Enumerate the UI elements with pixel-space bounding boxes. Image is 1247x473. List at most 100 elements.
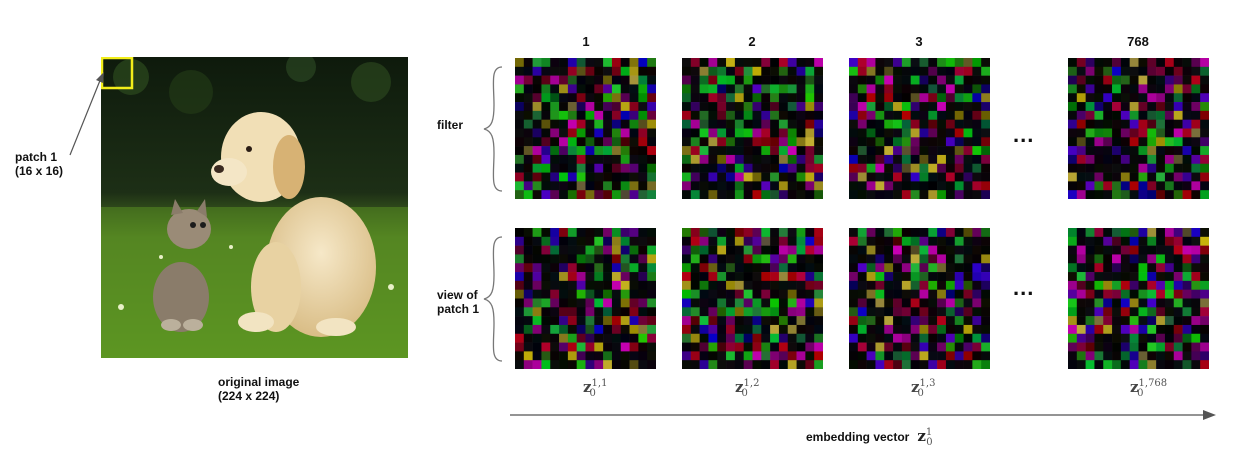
grid-pixel (1120, 263, 1130, 273)
grid-pixel (1068, 307, 1078, 317)
grid-pixel (796, 154, 806, 165)
grid-pixel (972, 93, 982, 103)
grid-pixel (770, 66, 780, 76)
grid-pixel (515, 307, 525, 317)
grid-pixel (620, 280, 630, 290)
grid-pixel (708, 280, 718, 290)
grid-pixel (647, 316, 656, 326)
grid-pixel (893, 181, 903, 191)
grid-pixel (937, 93, 947, 103)
grid-pixel (743, 137, 753, 147)
grid-pixel (1129, 333, 1139, 343)
grid-pixel (814, 75, 823, 85)
grid-pixel (1129, 172, 1139, 182)
grid-pixel (682, 154, 692, 165)
grid-pixel (1120, 351, 1130, 361)
grid-pixel (901, 351, 911, 361)
grid-pixel (532, 163, 542, 173)
grid-pixel (884, 307, 894, 317)
grid-pixel (884, 228, 894, 238)
grid-pixel (1094, 263, 1104, 273)
grid-pixel (981, 66, 990, 76)
grid-pixel (603, 236, 613, 246)
grid-pixel (559, 75, 569, 85)
grid-pixel (963, 360, 973, 369)
grid-pixel (743, 360, 753, 369)
grid-pixel (805, 280, 815, 290)
grid-pixel (1200, 128, 1209, 138)
grid-pixel (954, 154, 964, 165)
grid-pixel (690, 146, 700, 156)
grid-pixel (963, 236, 973, 246)
grid-pixel (910, 102, 920, 112)
grid-pixel (849, 236, 859, 246)
grid-pixel (1085, 102, 1095, 112)
view-label-line2: patch 1 (437, 302, 480, 316)
grid-pixel (594, 181, 604, 191)
grid-pixel (849, 102, 859, 112)
grid-pixel (1129, 84, 1139, 94)
grid-pixel (690, 93, 700, 103)
grid-pixel (708, 66, 718, 76)
grid-pixel (814, 289, 823, 299)
grid-pixel (884, 316, 894, 326)
grid-pixel (1191, 307, 1201, 317)
grid-pixel (1129, 163, 1139, 173)
grid-pixel (901, 324, 911, 335)
grid-pixel (1164, 228, 1175, 238)
grid-pixel (515, 58, 525, 68)
grid-pixel (1129, 66, 1139, 76)
grid-pixel (928, 181, 938, 191)
grid-pixel (901, 289, 911, 299)
grid-pixel (1200, 119, 1209, 129)
grid-pixel (603, 93, 613, 103)
grid-pixel (778, 181, 789, 191)
grid-pixel (1120, 102, 1130, 112)
grid-pixel (515, 128, 525, 138)
grid-pixel (778, 146, 789, 156)
grid-pixel (699, 84, 709, 94)
grid-pixel (567, 263, 577, 273)
grid-pixel (1129, 75, 1139, 85)
grid-pixel (945, 289, 956, 299)
grid-pixel (1076, 84, 1086, 94)
grid-pixel (981, 236, 990, 246)
grid-pixel (717, 280, 727, 290)
grid-pixel (910, 84, 920, 94)
grid-pixel (1068, 280, 1078, 290)
grid-pixel (849, 66, 859, 76)
grid-pixel (1191, 190, 1201, 199)
grid-pixel (699, 351, 709, 361)
grid-pixel (629, 307, 639, 317)
grid-pixel (893, 298, 903, 308)
column-label-768: 768 (1127, 34, 1149, 49)
grid-pixel (620, 272, 630, 282)
grid-pixel (910, 110, 920, 120)
grid-pixel (1103, 236, 1113, 246)
grid-pixel (796, 110, 806, 120)
grid-pixel (567, 351, 577, 361)
grid-pixel (647, 181, 656, 191)
grid-pixel (963, 181, 973, 191)
grid-pixel (778, 342, 789, 352)
grid-pixel (1103, 316, 1113, 326)
grid-pixel (532, 254, 542, 264)
grid-pixel (515, 228, 525, 238)
grid-pixel (734, 154, 744, 165)
grid-pixel (1068, 333, 1078, 343)
grid-pixel (1129, 110, 1139, 120)
grid-pixel (647, 172, 656, 182)
grid-pixel (901, 146, 911, 156)
grid-pixel (945, 146, 956, 156)
grid-pixel (690, 102, 700, 112)
grid-pixel (963, 128, 973, 138)
grid-pixel (559, 228, 569, 238)
grid-pixel (972, 342, 982, 352)
grid-pixel (752, 93, 762, 103)
grid-pixel (778, 93, 789, 103)
grid-pixel (1173, 128, 1183, 138)
grid-pixel (717, 66, 727, 76)
grid-pixel (1094, 119, 1104, 129)
grid-pixel (1103, 190, 1113, 199)
grid-pixel (523, 84, 533, 94)
